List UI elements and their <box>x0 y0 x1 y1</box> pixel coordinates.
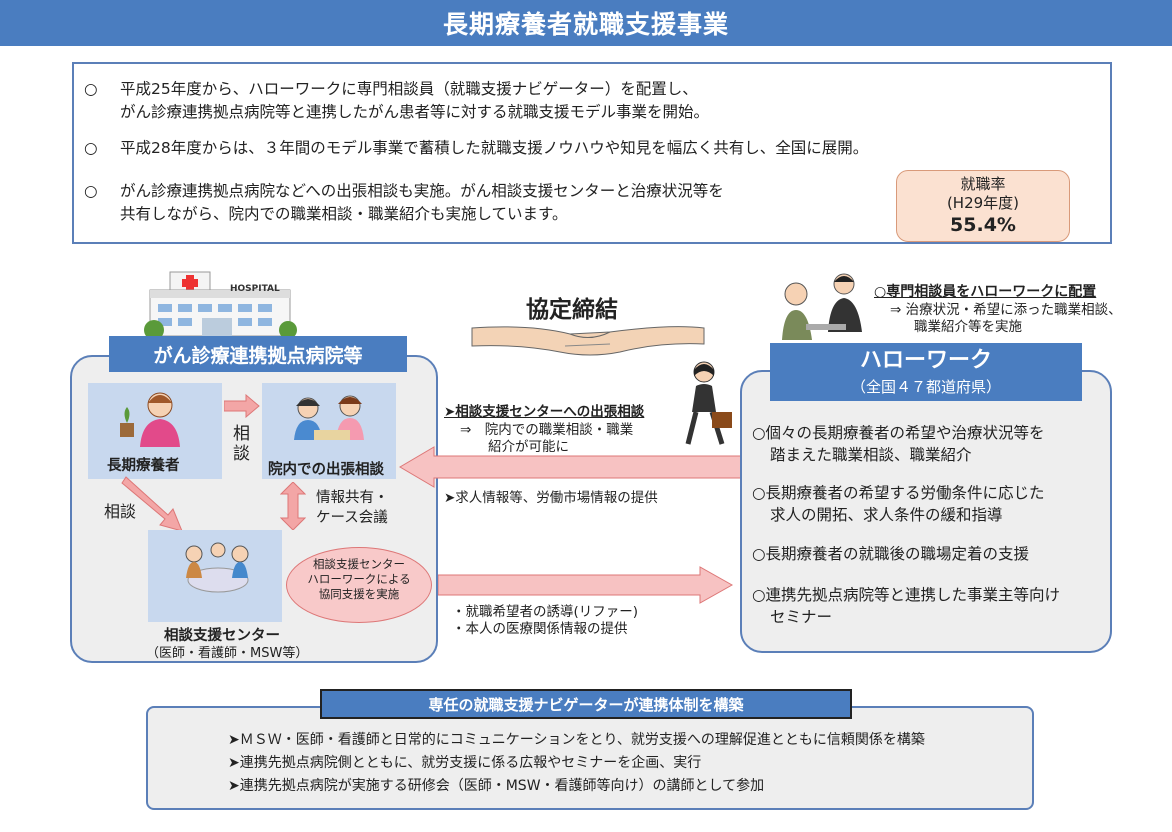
arrow-info-share <box>280 482 306 530</box>
job-info-label: ➤求人情報等、労働市場情報の提供 <box>444 490 658 506</box>
bullet-mark: ○ <box>84 139 98 157</box>
hospital-building-icon <box>144 271 297 340</box>
counselor-icon <box>782 273 862 340</box>
arrow-hellowork-to-hospital <box>399 446 757 488</box>
oval-line: ハローワークによる <box>307 572 411 586</box>
staff-title: ○専門相談員をハローワークに配置 <box>874 284 1097 300</box>
dispatch-line: ⇒ 院内での職業相談・職業 <box>460 422 634 438</box>
intro-item-3-text: がん診療連携拠点病院などへの出張相談も実施。がん相談支援センターと治療状況等を … <box>120 180 724 226</box>
oval-line: 協同支援を実施 <box>318 587 400 601</box>
hw-line: セミナー <box>770 608 833 626</box>
joint-support-oval: 相談支援センター ハローワークによる 協同支援を実施 <box>286 547 432 623</box>
referral-label: ・就職希望者の誘導(リファー) ・本人の医療関係情報の提供 <box>452 604 638 638</box>
intro-line: 平成25年度から、ハローワークに専門相談員（就職支援ナビゲーター）を配置し、 <box>120 80 698 98</box>
bullet-mark: ○ <box>84 182 98 200</box>
hospital-sign: HOSPITAL <box>230 284 280 294</box>
referral-line: ・就職希望者の誘導(リファー) <box>452 604 639 620</box>
hw-line: ○長期療養者の希望する労働条件に応じた <box>752 484 1045 502</box>
staff-desc: ⇒ 治療状況・希望に添った職業相談、 職業紹介等を実施 <box>890 302 1122 336</box>
intro-line: 平成28年度からは、３年間のモデル事業で蓄積した就職支援ノウハウや知見を幅広く共… <box>120 139 869 157</box>
hellowork-item-3: ○長期療養者の就職後の職場定着の支援 <box>752 543 1029 565</box>
hellowork-item-2: ○長期療養者の希望する労働条件に応じた 求人の開拓、求人条件の緩和指導 <box>752 482 1045 526</box>
staff-line: ⇒ 治療状況・希望に添った職業相談、 <box>890 302 1122 318</box>
dispatch-desc: ⇒ 院内での職業相談・職業 紹介が可能に <box>460 422 633 456</box>
arrow-hospital-to-hellowork <box>438 566 734 604</box>
hellowork-item-4: ○連携先拠点病院等と連携した事業主等向け セミナー <box>752 584 1060 628</box>
support-center-sub: （医師・看護師・MSW等） <box>146 646 309 661</box>
consultation-people-icon <box>294 395 364 440</box>
intro-box: ○ 平成25年度から、ハローワークに専門相談員（就職支援ナビゲーター）を配置し、… <box>72 62 1112 244</box>
consult-label-1: 相談 <box>233 424 250 464</box>
hw-line: ○連携先拠点病院等と連携した事業主等向け <box>752 586 1061 604</box>
hellowork-title: ハローワーク <box>859 348 992 373</box>
walking-staff-icon <box>685 361 732 445</box>
info-share-line: ケース会議 <box>316 510 388 526</box>
referral-line: ・本人の医療関係情報の提供 <box>452 621 628 637</box>
title-bar: 長期療養者就職支援事業 <box>0 0 1172 46</box>
rate-year: (H29年度) <box>946 194 1020 212</box>
bottom-item-1: ➤ＭＳＷ・医師・看護師と日常的にコミュニケーションをとり、就労支援への理解促進と… <box>228 732 925 748</box>
intro-line: 共有しながら、院内での職業相談・職業紹介も実施しています。 <box>120 205 568 223</box>
staff-line: 職業紹介等を実施 <box>914 319 1022 335</box>
employment-rate-box: 就職率 (H29年度) 55.4% <box>896 170 1070 242</box>
bullet-mark: ○ <box>84 80 98 98</box>
hellowork-label: ハローワーク （全国４７都道府県） <box>770 343 1082 401</box>
hw-line: 求人の開拓、求人条件の緩和指導 <box>770 506 1003 524</box>
hw-line: 踏まえた職業相談、職業紹介 <box>770 446 972 464</box>
meeting-table-icon <box>185 542 249 593</box>
consult-label-2: 相談 <box>104 502 137 521</box>
dispatch-title: ➤相談支援センターへの出張相談 <box>444 404 645 420</box>
hospital-label: がん診療連携拠点病院等 <box>109 336 407 372</box>
intro-item-1-text: 平成25年度から、ハローワークに専門相談員（就職支援ナビゲーター）を配置し、 が… <box>120 78 709 124</box>
hellowork-subtitle: （全国４７都道府県） <box>850 378 1001 396</box>
dispatch-line: 紹介が可能に <box>488 439 569 455</box>
arrow-patient-to-onsite <box>224 394 260 418</box>
hellowork-item-1: ○個々の長期療養者の希望や治療状況等を 踏まえた職業相談、職業紹介 <box>752 422 1045 466</box>
hw-line: ○長期療養者の就職後の職場定着の支援 <box>752 545 1030 563</box>
oval-line: 相談支援センター <box>313 557 405 571</box>
intro-line: がん診療連携拠点病院等と連携したがん患者等に対する就職支援モデル事業を開始。 <box>120 103 710 121</box>
handshake-icon <box>471 326 705 356</box>
rate-label: 就職率 <box>960 175 1006 193</box>
arrow-patient-to-center <box>121 476 183 532</box>
bottom-item-2: ➤連携先拠点病院側とともに、就労支援に係る広報やセミナーを企画、実行 <box>228 755 702 771</box>
info-share-line: 情報共有・ <box>316 490 389 506</box>
bottom-label: 専任の就職支援ナビゲーターが連携体制を構築 <box>320 689 852 719</box>
onsite-consult-label: 院内での出張相談 <box>268 462 384 478</box>
patient-label: 長期療養者 <box>107 458 180 474</box>
hw-line: ○個々の長期療養者の希望や治療状況等を <box>752 424 1045 442</box>
page-title: 長期療養者就職支援事業 <box>442 10 729 39</box>
info-share-label: 情報共有・ ケース会議 <box>316 488 389 528</box>
bottom-item-3: ➤連携先拠点病院が実施する研修会（医師・MSW・看護師等向け）の講師として参加 <box>228 778 765 794</box>
patient-person-icon <box>120 392 180 447</box>
intro-line: がん診療連携拠点病院などへの出張相談も実施。がん相談支援センターと治療状況等を <box>120 182 724 200</box>
rate-value: 55.4% <box>950 214 1016 236</box>
agreement-label: 協定締結 <box>526 297 618 323</box>
support-center-label: 相談支援センター <box>164 628 280 644</box>
